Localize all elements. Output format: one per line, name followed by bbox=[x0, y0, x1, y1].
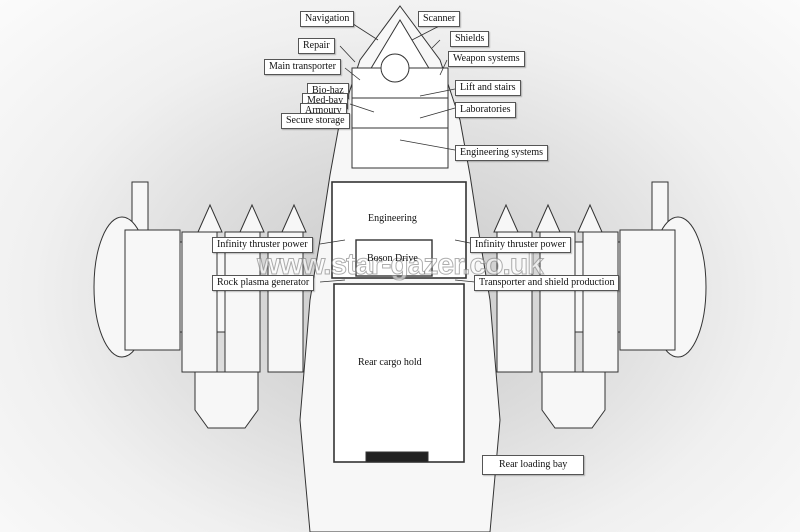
right-engine-pod bbox=[493, 181, 707, 429]
left-engine-pod bbox=[93, 181, 307, 429]
callout-infinity-thruster-power-right: Infinity thruster power bbox=[470, 237, 571, 253]
callout-repair: Repair bbox=[298, 38, 335, 54]
callout-rear-loading-bay: Rear loading bay bbox=[482, 455, 585, 475]
callout-navigation: Navigation bbox=[300, 11, 355, 27]
callout-scanner: Scanner bbox=[418, 11, 461, 27]
callout-shields: Shields bbox=[450, 31, 490, 47]
room-boson-drive: Boson Drive bbox=[367, 253, 418, 264]
callout-weapon-systems: Weapon systems bbox=[448, 51, 525, 67]
callout-engineering-systems: Engineering systems bbox=[455, 145, 549, 161]
callout-transporter-and-shield-production: Transporter and shield production bbox=[474, 275, 620, 291]
callout-laboratories: Laboratories bbox=[455, 102, 516, 118]
callout-infinity-thruster-power-left: Infinity thruster power bbox=[212, 237, 313, 253]
callout-main-transporter: Main transporter bbox=[264, 59, 341, 75]
callout-lift-and-stairs: Lift and stairs bbox=[455, 80, 521, 96]
callout-rock-plasma-generator: Rock plasma generator bbox=[212, 275, 315, 291]
room-engineering: Engineering bbox=[368, 213, 417, 224]
callout-secure-storage: Secure storage bbox=[281, 113, 350, 129]
room-rear-cargo-hold: Rear cargo hold bbox=[358, 357, 422, 368]
